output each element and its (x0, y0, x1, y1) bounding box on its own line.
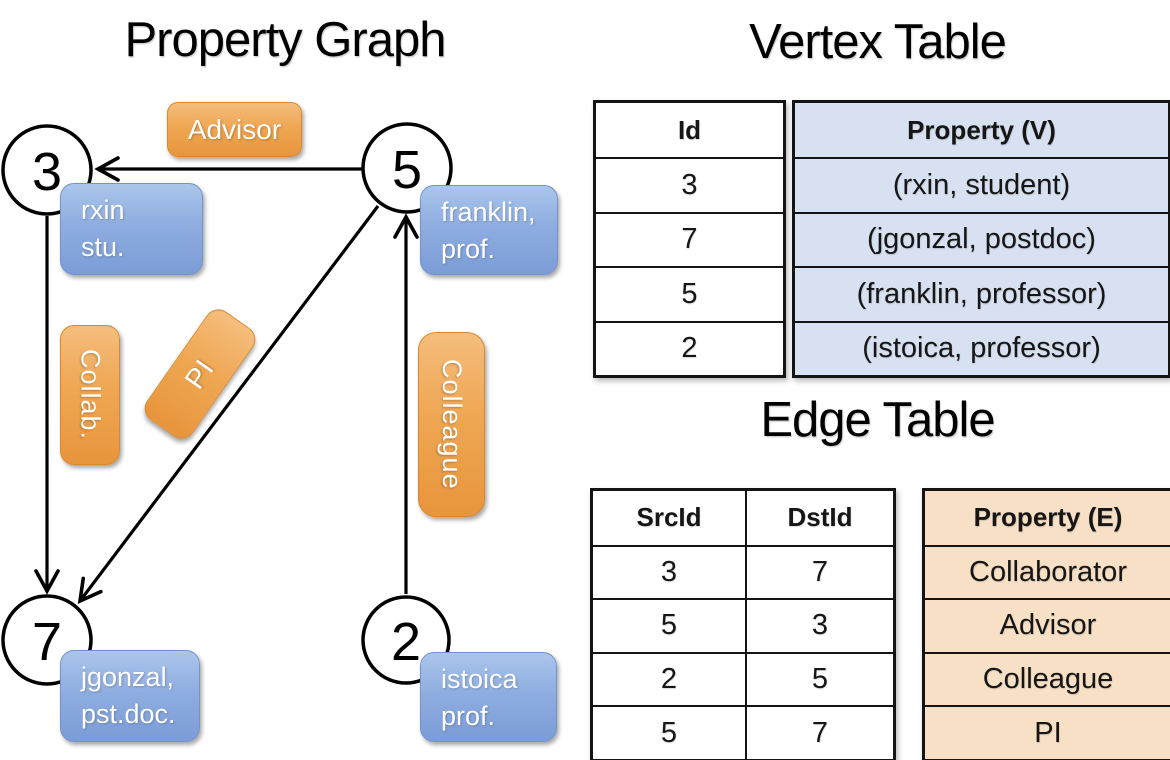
table-cell: 5 (593, 705, 745, 759)
table-cell: (istoica, professor) (795, 320, 1168, 375)
table-cell: 2 (596, 320, 783, 375)
edge-arrow-5-to-7 (77, 205, 380, 604)
edge-label-colleague: Colleague (418, 332, 485, 517)
table-cell: Collaborator (925, 544, 1170, 599)
vertex-table-property-column: Property (V) (rxin, student) (jgonzal, p… (792, 100, 1170, 378)
property-graph-title: Property Graph (124, 13, 447, 67)
edge-table-header-property: Property (E) (973, 502, 1123, 533)
edge-label-collaborator-text: Collab. (75, 349, 106, 441)
edge-table-property-column: Property (E) Collaborator Advisor Collea… (922, 488, 1170, 760)
vertex-property-box-5: franklin, prof. (420, 185, 558, 275)
vertex-property-box-3: rxin stu. (60, 183, 203, 275)
table-cell: (jgonzal, postdoc) (795, 211, 1168, 266)
vertex-property-line1: jgonzal, (81, 662, 175, 692)
vertex-table-id-column: Id 3 7 5 2 (593, 100, 786, 378)
edge-table-header-dstid: DstId (745, 491, 893, 545)
edge-table-header-srcid: SrcId (636, 502, 702, 533)
vertex-id-3: 3 (32, 142, 62, 202)
table-cell: 3 (745, 598, 893, 652)
vertex-property-box-7: jgonzal, pst.doc. (60, 650, 200, 742)
vertex-property-line1: rxin (81, 195, 125, 225)
edge-label-collaborator: Collab. (60, 325, 120, 465)
vertex-property-line2: stu. (81, 232, 125, 262)
edge-label-colleague-text: Colleague (437, 359, 467, 490)
table-cell: 3 (593, 544, 745, 599)
table-cell: (rxin, student) (795, 157, 1168, 211)
vertex-table-title: Vertex Table (749, 15, 1007, 69)
edge-table-id-columns: SrcId DstId 3 7 5 3 2 5 5 7 (590, 488, 896, 760)
vertex-table-header-property: Property (V) (907, 114, 1056, 145)
edge-table-title: Edge Table (760, 393, 995, 447)
vertex-property-box-2: istoica prof. (420, 652, 557, 742)
table-cell: 3 (596, 157, 783, 211)
vertex-id-2: 2 (391, 612, 421, 672)
table-cell: 5 (596, 266, 783, 320)
vertex-table-header-id: Id (677, 114, 702, 145)
vertex-id-7: 7 (32, 612, 62, 672)
edge-label-pi-text: PI (178, 353, 221, 395)
table-cell: 7 (596, 211, 783, 266)
table-cell: 5 (593, 598, 745, 652)
vertex-property-line2: pst.doc. (81, 699, 176, 729)
table-cell: Colleague (925, 651, 1170, 706)
edge-label-advisor: Advisor (167, 102, 302, 157)
vertex-id-5: 5 (392, 140, 422, 200)
vertex-property-line2: prof. (441, 701, 496, 731)
table-cell: PI (925, 705, 1170, 759)
table-cell: 5 (745, 651, 893, 706)
table-cell: 7 (745, 705, 893, 759)
vertex-property-line1: istoica (441, 664, 518, 694)
table-cell: Advisor (925, 598, 1170, 652)
vertex-property-line1: franklin, (441, 197, 536, 227)
vertex-property-line2: prof. (441, 234, 496, 264)
table-cell: 2 (593, 651, 745, 706)
table-cell: 7 (745, 544, 893, 599)
table-cell: (franklin, professor) (795, 266, 1168, 320)
edge-label-advisor-text: Advisor (187, 113, 282, 145)
